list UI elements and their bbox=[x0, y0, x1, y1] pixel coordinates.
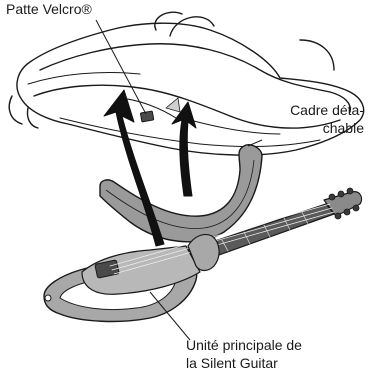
guitar-end-pin bbox=[45, 295, 51, 301]
unite-label-line1: Unité principale de bbox=[186, 336, 302, 354]
gig-bag-strap bbox=[9, 96, 22, 124]
cadre-label-line1: Cadre déta- bbox=[290, 101, 364, 119]
unite-label-line2: la Silent Guitar bbox=[186, 354, 302, 372]
cadre-label-line2: chable bbox=[290, 119, 364, 137]
detachable-frame-label: Cadre déta- chable bbox=[290, 101, 364, 137]
velcro-label-text: Patte Velcro® bbox=[6, 1, 92, 17]
velcro-tab-label: Patte Velcro® bbox=[6, 0, 92, 18]
guitar-main-unit bbox=[44, 188, 362, 321]
gig-bag-strap bbox=[300, 40, 334, 70]
main-unit-label: Unité principale de la Silent Guitar bbox=[186, 336, 302, 372]
velcro-tab bbox=[140, 111, 153, 122]
